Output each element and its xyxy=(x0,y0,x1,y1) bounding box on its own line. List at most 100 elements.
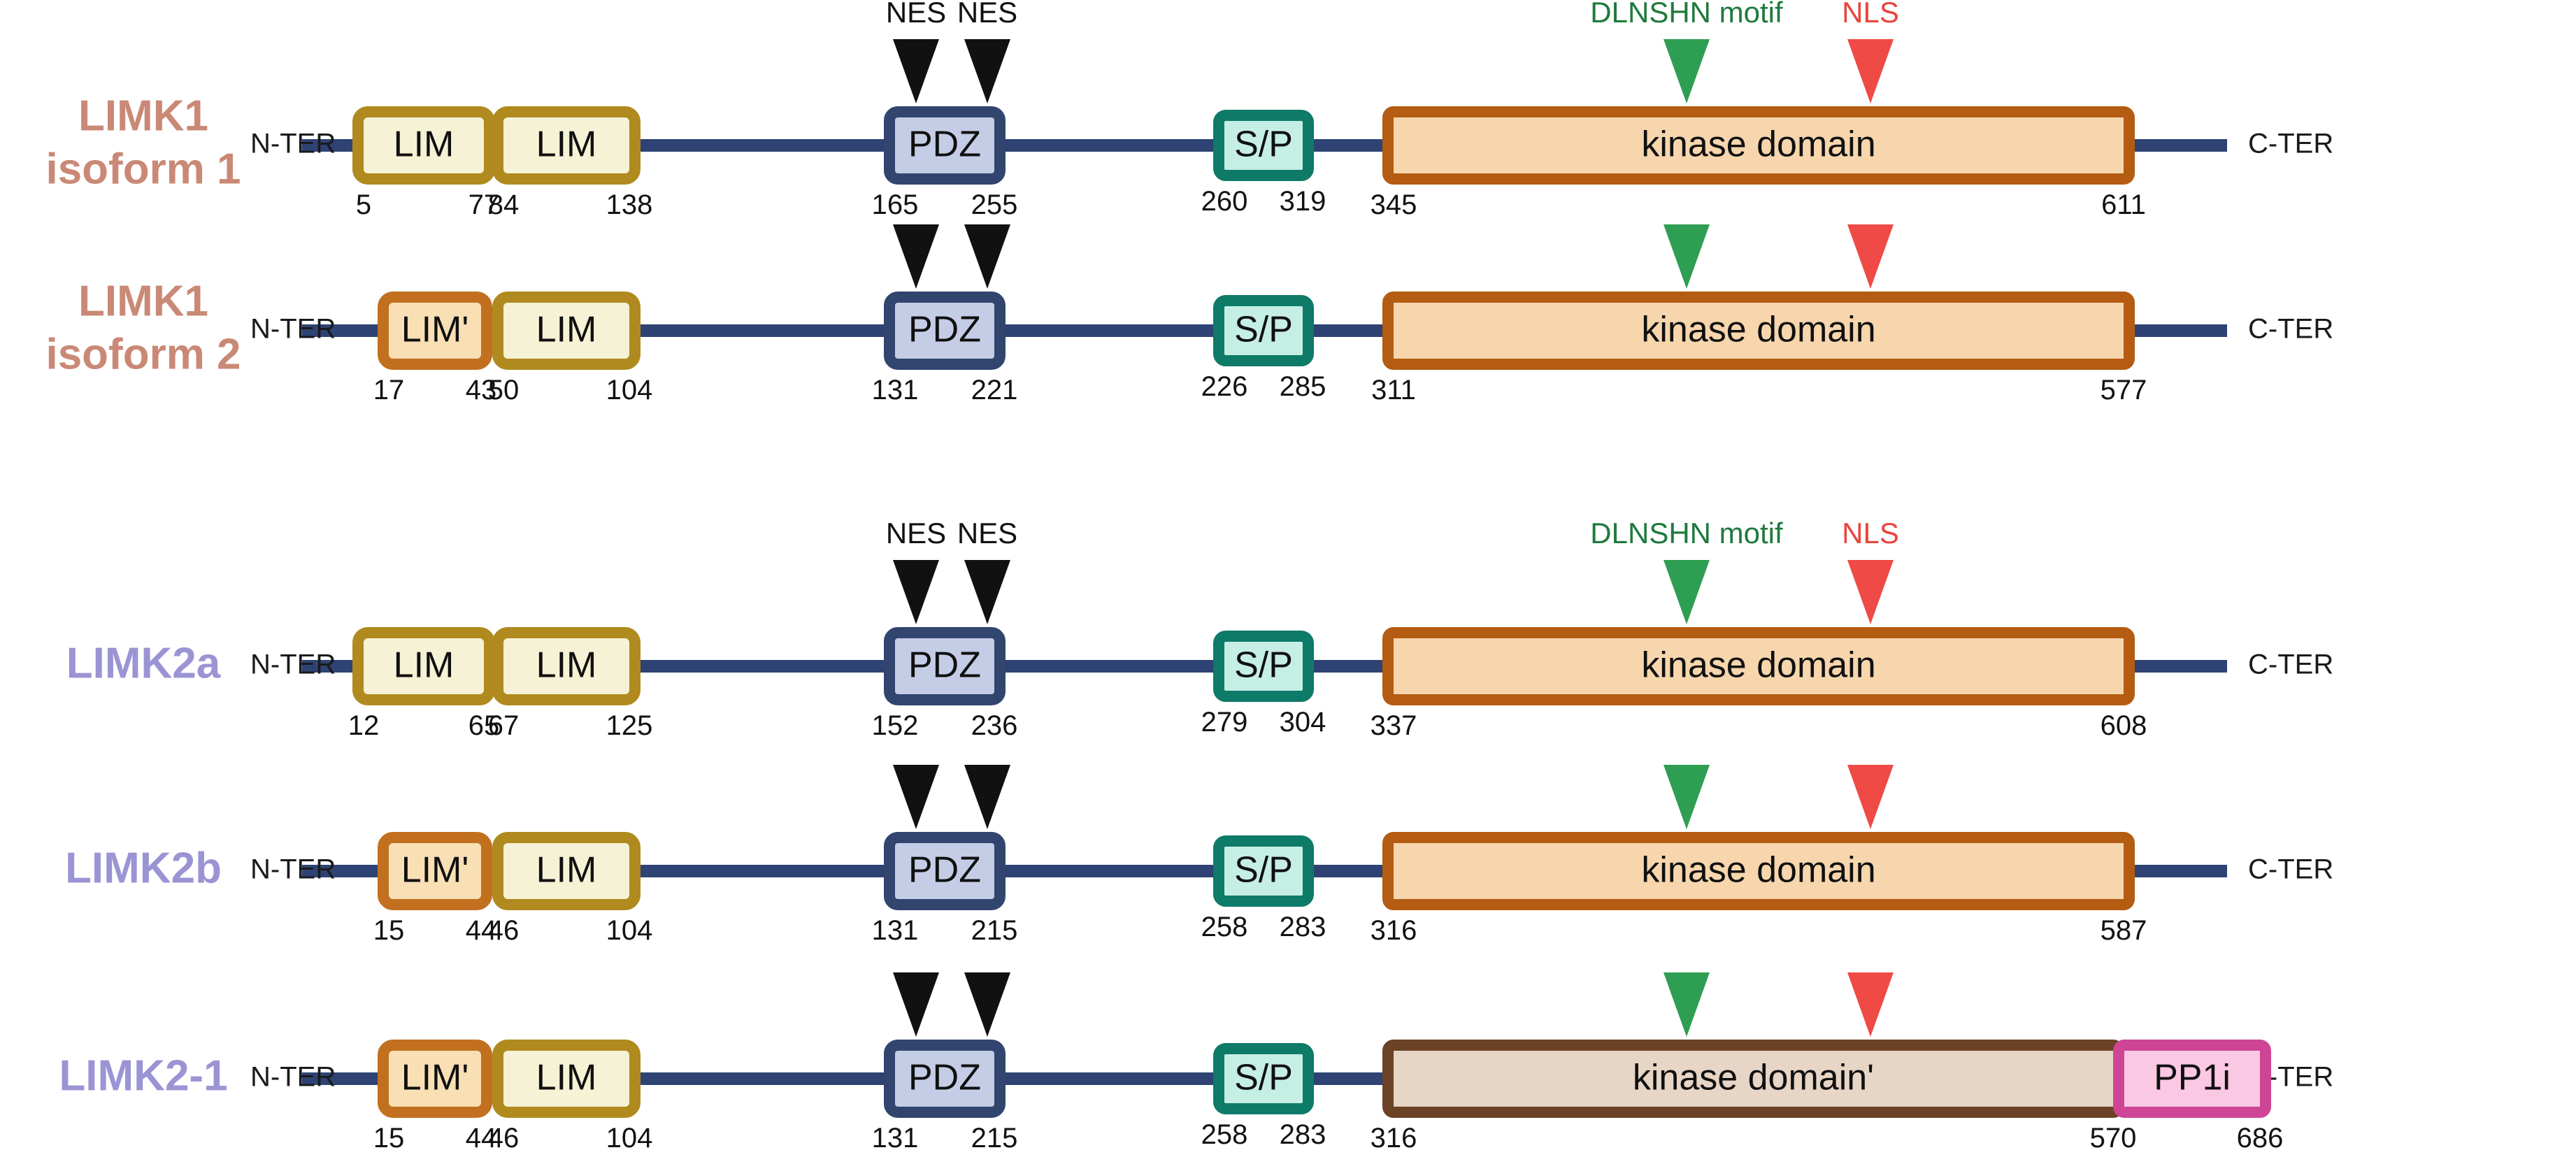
domain-box-sp[interactable] xyxy=(1213,835,1314,907)
residue-end: 686 xyxy=(2237,1123,2284,1154)
residue-end: 104 xyxy=(606,375,653,405)
residue-end: 236 xyxy=(971,710,1018,741)
domain-label-lim: LIM xyxy=(394,124,455,165)
marker-triangle-nes-icon xyxy=(964,224,1010,289)
domain-box-limprime[interactable] xyxy=(378,1040,492,1118)
residue-start: 165 xyxy=(872,189,919,220)
residue-end: 587 xyxy=(2101,915,2147,946)
domain-box-lim[interactable] xyxy=(492,292,641,370)
residue-start: 46 xyxy=(488,1123,520,1154)
marker-triangle-nes-icon xyxy=(964,39,1010,103)
n-terminus-label: N-TER xyxy=(250,649,336,680)
marker-triangle-nls-icon xyxy=(1847,39,1894,103)
domain-label-limprime: LIM' xyxy=(401,1058,469,1098)
residue-start: 311 xyxy=(1371,375,1416,405)
domain-label-lim: LIM xyxy=(536,850,597,891)
domain-box-pdz[interactable] xyxy=(884,832,1006,910)
domain-box-kinase[interactable] xyxy=(1382,832,2135,910)
marker-triangle-nls-icon xyxy=(1847,765,1894,829)
domain-label-kinase: kinase domain xyxy=(1641,310,1875,350)
domain-label-lim: LIM xyxy=(394,645,455,686)
domain-label-pdz: PDZ xyxy=(908,645,981,686)
domain-label-sp: S/P xyxy=(1234,124,1293,165)
domain-box-lim[interactable] xyxy=(492,1040,641,1118)
residue-end: 77 xyxy=(468,189,500,220)
domain-box-lim[interactable] xyxy=(492,106,641,185)
residue-start: 67 xyxy=(488,710,520,741)
marker-triangle-nls-icon xyxy=(1847,972,1894,1037)
domain-box-pdz[interactable] xyxy=(884,1040,1006,1118)
residue-start: 5 xyxy=(356,189,371,220)
residue-end: 215 xyxy=(971,1123,1018,1154)
domain-label-sp: S/P xyxy=(1234,1058,1293,1098)
c-terminus-label: C-TER xyxy=(2248,129,2333,159)
residue-start: 345 xyxy=(1371,189,1417,220)
residue-start: 12 xyxy=(348,710,380,741)
domain-box-sp[interactable] xyxy=(1213,110,1314,181)
domain-label-limprime: LIM' xyxy=(401,310,469,350)
domain-box-pdz[interactable] xyxy=(884,627,1006,705)
residue-end: 255 xyxy=(971,189,1018,220)
residue-start: 258 xyxy=(1201,912,1248,942)
domain-box-pdz[interactable] xyxy=(884,106,1006,185)
marker-label-nes: NES xyxy=(886,517,946,549)
domain-box-kinase[interactable] xyxy=(1382,627,2135,705)
residue-start: 15 xyxy=(373,1123,405,1154)
c-terminus-label: C-TER xyxy=(2248,314,2333,345)
domain-label-kinase: kinase domain xyxy=(1641,124,1875,165)
domain-label-pdz: PDZ xyxy=(908,1058,981,1098)
residue-start: 46 xyxy=(488,915,520,946)
marker-triangle-dlnshn-icon xyxy=(1663,560,1710,624)
residue-end: 283 xyxy=(1280,1119,1326,1150)
residue-start: 337 xyxy=(1371,710,1417,741)
marker-triangle-dlnshn-icon xyxy=(1663,972,1710,1037)
row-title-limk1-isoform-2: isoform 2 xyxy=(45,330,241,378)
residue-start: 279 xyxy=(1201,707,1248,738)
residue-end: 44 xyxy=(466,915,497,946)
residue-end: 104 xyxy=(606,915,653,946)
residue-end: 138 xyxy=(606,189,653,220)
domain-box-kinase[interactable] xyxy=(1382,292,2135,370)
residue-end: 319 xyxy=(1280,186,1326,217)
domain-box-lim[interactable] xyxy=(492,627,641,705)
domain-box-pdz[interactable] xyxy=(884,292,1006,370)
n-terminus-label: N-TER xyxy=(250,1062,336,1093)
domain-box-lim[interactable] xyxy=(352,106,495,185)
domain-box-lim[interactable] xyxy=(352,627,495,705)
residue-start: 84 xyxy=(488,189,520,220)
marker-label-nes: NES xyxy=(957,0,1017,29)
domain-label-pdz: PDZ xyxy=(908,124,981,165)
domain-label-lim: LIM xyxy=(536,310,597,350)
domain-label-lim: LIM xyxy=(536,124,597,165)
marker-triangle-nes-icon xyxy=(893,560,939,624)
row-title-limk1-isoform-1: LIMK1 xyxy=(78,92,208,140)
domain-label-limprime: LIM' xyxy=(401,850,469,891)
domain-box-pp1i[interactable] xyxy=(2113,1040,2271,1118)
n-terminus-label: N-TER xyxy=(250,854,336,885)
domain-box-limprime[interactable] xyxy=(378,292,492,370)
residue-end: 283 xyxy=(1280,912,1326,942)
marker-label-nls: NLS xyxy=(1842,517,1899,549)
residue-end: 577 xyxy=(2101,375,2147,405)
domain-box-sp[interactable] xyxy=(1213,1043,1314,1114)
marker-triangle-nes-icon xyxy=(893,39,939,103)
marker-triangle-nes-icon xyxy=(893,972,939,1037)
domain-label-sp: S/P xyxy=(1234,645,1293,686)
domain-box-lim[interactable] xyxy=(492,832,641,910)
residue-start: 50 xyxy=(488,375,520,405)
domain-label-pp1i: PP1i xyxy=(2154,1058,2231,1098)
domain-box-sp[interactable] xyxy=(1213,295,1314,366)
domain-label-sp: S/P xyxy=(1234,310,1293,350)
residue-end: 221 xyxy=(971,375,1018,405)
domain-box-sp[interactable] xyxy=(1213,631,1314,702)
row-title-limk1-isoform-2: LIMK1 xyxy=(78,277,208,325)
domain-box-kinase[interactable] xyxy=(1382,106,2135,185)
marker-triangle-nes-icon xyxy=(964,972,1010,1037)
domain-box-limprime[interactable] xyxy=(378,832,492,910)
row-title-limk2b: LIMK2b xyxy=(65,844,222,892)
